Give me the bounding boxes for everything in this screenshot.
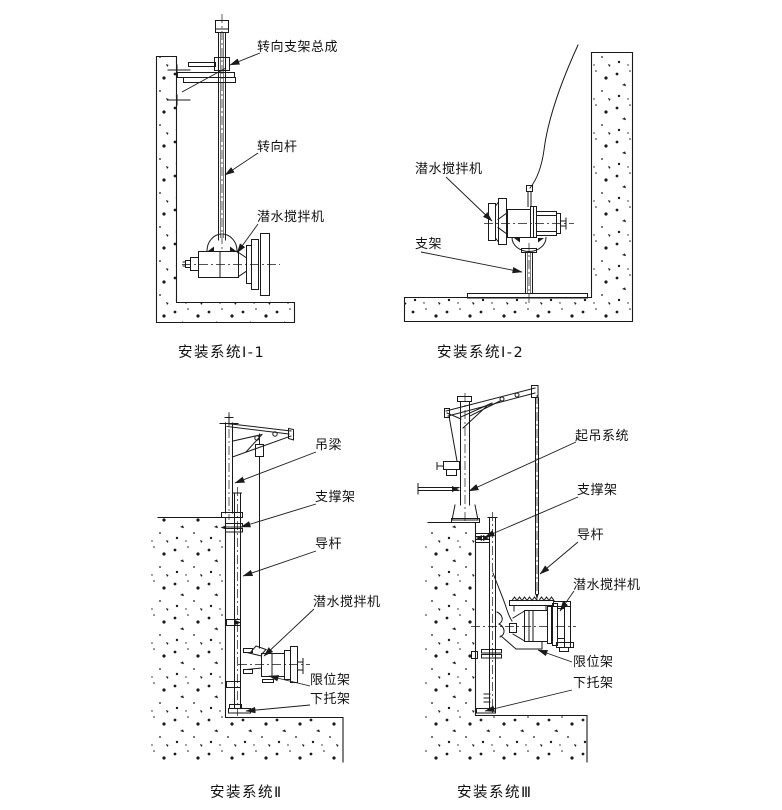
diagram-system-i2: 潜水搅拌机 支架 安装系统Ⅰ-2 bbox=[403, 44, 634, 361]
leader-submersible-mixer bbox=[445, 176, 493, 222]
leader-hanging-beam bbox=[234, 451, 317, 484]
hoist-cable bbox=[492, 572, 513, 622]
leader-submersible-mixer bbox=[263, 608, 315, 657]
label-guide-rod-ii: 导杆 bbox=[315, 537, 342, 552]
leader-submersible-mixer bbox=[559, 590, 575, 612]
leader-lower-bracket bbox=[245, 704, 311, 714]
guide-rod-drawing bbox=[220, 487, 251, 716]
caption-system-i2: 安装系统Ⅰ-2 bbox=[437, 344, 524, 361]
diagram-system-iii: 起吊系统 支撑架 导杆 潜水搅拌机 限位架 下托架 安装系统Ⅲ bbox=[417, 385, 641, 801]
label-limit-frame-iii: 限位架 bbox=[573, 655, 614, 670]
label-hanging-beam: 吊梁 bbox=[315, 438, 342, 453]
label-bracket: 支架 bbox=[415, 237, 442, 252]
leader-steering-bracket-assembly-wall bbox=[181, 67, 227, 93]
leader-guide-rod bbox=[539, 541, 579, 575]
concrete-wall-floor bbox=[403, 51, 634, 323]
diagram-system-ii: 吊梁 支撑架 导杆 潜水搅拌机 限位架 下托架 安装系统Ⅱ bbox=[150, 412, 381, 801]
pedestal-bracket-drawing bbox=[467, 243, 588, 305]
caption-system-i1: 安装系统Ⅰ-1 bbox=[178, 344, 265, 361]
leader-steering-bracket-assembly bbox=[229, 52, 261, 66]
label-guide-rod-iii: 导杆 bbox=[577, 528, 604, 543]
leader-limit-frame bbox=[268, 675, 311, 687]
hanging-beam-davit-drawing bbox=[219, 412, 294, 649]
concrete-wall-floor bbox=[155, 55, 296, 324]
label-support-frame-ii: 支撑架 bbox=[315, 490, 356, 505]
leader-support-frame bbox=[240, 503, 317, 528]
label-steering-rod: 转向杆 bbox=[257, 139, 298, 155]
submersible-mixer-drawing bbox=[471, 596, 576, 652]
diagram-system-i1: 转向支架总成 转向杆 潜水搅拌机 安装系统Ⅰ-1 bbox=[155, 14, 338, 361]
leader-limit-frame bbox=[537, 649, 573, 663]
label-submersible-mixer-i2: 潜水搅拌机 bbox=[415, 161, 483, 177]
lifting-cable bbox=[529, 44, 579, 189]
leader-submersible-mixer bbox=[236, 223, 259, 254]
leader-lower-bracket bbox=[484, 689, 573, 712]
wall-mount-marks bbox=[167, 64, 191, 106]
concrete-fill bbox=[150, 517, 343, 763]
concrete-faces bbox=[157, 516, 344, 763]
label-submersible-mixer-ii: 潜水搅拌机 bbox=[313, 594, 381, 610]
label-lower-bracket-ii: 下托架 bbox=[310, 692, 351, 707]
label-steering-bracket-assembly: 转向支架总成 bbox=[257, 39, 338, 55]
concrete-fill bbox=[425, 522, 587, 763]
leader-steering-rod bbox=[224, 152, 259, 176]
steering-rod-drawing bbox=[177, 14, 236, 252]
label-lifting-system: 起吊系统 bbox=[575, 429, 629, 444]
guide-rod-drawing bbox=[535, 395, 539, 601]
caption-system-iii: 安装系统Ⅲ bbox=[457, 784, 533, 801]
label-submersible-mixer-i1: 潜水搅拌机 bbox=[257, 209, 325, 225]
label-support-frame-iii: 支撑架 bbox=[577, 483, 618, 498]
leader-lifting-system bbox=[468, 441, 577, 492]
leader-support-frame bbox=[484, 496, 579, 538]
submersible-mixer-drawing bbox=[484, 185, 574, 252]
submersible-mixer-drawing bbox=[182, 233, 280, 296]
label-limit-frame-ii: 限位架 bbox=[310, 673, 351, 688]
lifting-system-drawing bbox=[417, 385, 539, 524]
label-submersible-mixer-iii: 潜水搅拌机 bbox=[573, 577, 641, 593]
leader-guide-rod bbox=[242, 550, 317, 577]
leader-bracket bbox=[420, 251, 523, 274]
label-lower-bracket-iii: 下托架 bbox=[573, 676, 614, 691]
caption-system-ii: 安装系统Ⅱ bbox=[210, 784, 283, 801]
